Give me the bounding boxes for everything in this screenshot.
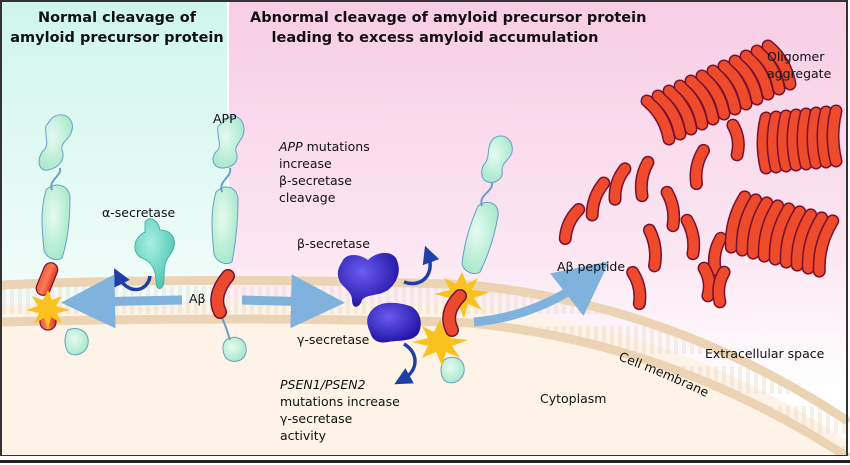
abeta-release-arrow xyxy=(473,261,610,327)
oligomer-1-monomer xyxy=(686,75,718,125)
abeta-peptide xyxy=(662,187,679,231)
beta-secretase-enzyme xyxy=(337,252,399,307)
oligomer-2-monomer xyxy=(788,110,801,170)
oligomer-3-monomer xyxy=(781,206,805,268)
extracellular-space-label: Extracellular space xyxy=(705,346,825,361)
oligomer-3-monomer xyxy=(770,203,794,265)
abnormal-title-line1: Abnormal cleavage of amyloid precursor p… xyxy=(250,10,647,26)
figure-frame xyxy=(0,0,848,456)
app-note-line1: mutations xyxy=(302,139,370,154)
oligomer-3-monomer xyxy=(726,191,750,253)
oligomer-1-monomer xyxy=(708,65,740,115)
abeta-peptide xyxy=(699,263,715,301)
oligomer-2-monomer xyxy=(818,107,831,167)
oligomer-3-monomer xyxy=(759,200,783,262)
abeta-segment-right-fill xyxy=(443,290,466,336)
oligomer-3-monomer xyxy=(737,194,761,256)
cytoplasm-label: Cytoplasm xyxy=(540,391,607,406)
app-note-line4: cleavage xyxy=(279,190,336,205)
oligomer-1-monomer xyxy=(642,95,674,145)
normal-panel-title: Normal cleavage of amyloid precursor pro… xyxy=(8,8,226,48)
oligomer-1-monomer xyxy=(653,90,685,140)
oligomer-2-monomer xyxy=(828,106,841,166)
abnormal-panel-title: Abnormal cleavage of amyloid precursor p… xyxy=(250,8,647,48)
abeta-peptide xyxy=(709,233,726,275)
cleavage-burst-left xyxy=(26,290,70,330)
oligomer-line2: aggregate xyxy=(767,66,832,81)
gamma-secretase-label: γ-secretase xyxy=(297,332,370,347)
abeta-peptide xyxy=(644,225,661,271)
oligomer-3-monomer xyxy=(792,209,816,271)
oligomer-1-monomer xyxy=(719,60,751,110)
app-note-line3: β-secretase xyxy=(279,173,352,188)
oligomer-aggregates-group xyxy=(640,39,843,278)
psen-note-line3: γ-secretase xyxy=(280,411,353,426)
oligomer-1-monomer xyxy=(752,45,784,95)
abeta-segment-center-fill xyxy=(211,270,234,318)
oligomer-3-monomer xyxy=(814,215,838,277)
abnormal-title-line2: leading to excess amyloid accumulation xyxy=(271,30,599,46)
abeta-peptide xyxy=(727,120,744,160)
beta-pathway-arrow xyxy=(241,274,345,329)
oligomer-1-monomer xyxy=(675,80,707,130)
oligomer-2-monomer xyxy=(768,112,781,172)
alpha-secretase-label: α-secretase xyxy=(102,205,176,220)
cleavage-burst-gamma xyxy=(412,320,468,366)
oligomer-1-monomer xyxy=(741,50,773,100)
oligomer-1-monomer xyxy=(697,70,729,120)
bottom-rule xyxy=(0,460,850,463)
app-italic: APP xyxy=(279,139,303,154)
abeta-peptide xyxy=(636,157,653,201)
normal-title-line2: amyloid precursor protein xyxy=(10,30,224,46)
app-note-line2: increase xyxy=(279,156,332,171)
normal-title-line1: Normal cleavage of xyxy=(37,10,197,26)
abeta-peptide xyxy=(587,178,609,220)
app-mutations-note: APP mutations increase β-secretase cleav… xyxy=(279,138,370,206)
abeta-peptide xyxy=(627,267,645,309)
oligomer-1-monomer xyxy=(664,85,696,135)
abeta-peptide xyxy=(691,145,709,189)
oligomer-1-monomer xyxy=(730,55,762,105)
gamma-secretase-enzyme xyxy=(367,302,421,343)
psen-note-line2: mutations increase xyxy=(280,394,400,409)
app-label: APP xyxy=(213,111,237,126)
oligomer-aggregate-label: Oligomer aggregate xyxy=(767,48,831,82)
abeta-peptides-group xyxy=(558,118,745,311)
alpha-secretase-enzyme xyxy=(134,218,175,289)
alpha-secretase-release-arrow xyxy=(114,268,152,292)
oligomer-2-monomer xyxy=(778,111,791,171)
psen-note-line4: activity xyxy=(280,428,327,443)
abeta-peptide xyxy=(560,204,584,244)
abeta-peptide xyxy=(682,215,699,259)
abeta-peptide-label: Aβ peptide xyxy=(557,259,626,274)
app-protein-left xyxy=(38,114,89,356)
oligomer-line1: Oligomer xyxy=(767,49,825,64)
abeta-peptide xyxy=(610,163,630,205)
gamma-secretase-release-arrow xyxy=(394,342,417,385)
app-protein-center xyxy=(211,115,247,362)
psen-mutations-note: PSEN1/PSEN2 mutations increase γ-secreta… xyxy=(280,376,400,444)
oligomer-1-monomer xyxy=(763,40,795,90)
oligomer-3-monomer xyxy=(803,212,827,274)
oligomer-2-monomer xyxy=(808,108,821,168)
app-protein-right xyxy=(440,135,513,384)
psen-italic: PSEN1/PSEN2 xyxy=(280,377,366,392)
oligomer-2-monomer xyxy=(798,109,811,169)
abeta-label: Aβ xyxy=(189,291,206,306)
alpha-pathway-arrow xyxy=(61,274,183,329)
oligomer-3-monomer xyxy=(748,197,772,259)
abeta-fragment-left-upper xyxy=(35,262,59,296)
beta-secretase-release-arrow xyxy=(403,245,440,286)
beta-secretase-label: β-secretase xyxy=(297,236,370,251)
oligomer-2-monomer xyxy=(758,113,771,173)
abeta-peptide xyxy=(713,267,730,307)
